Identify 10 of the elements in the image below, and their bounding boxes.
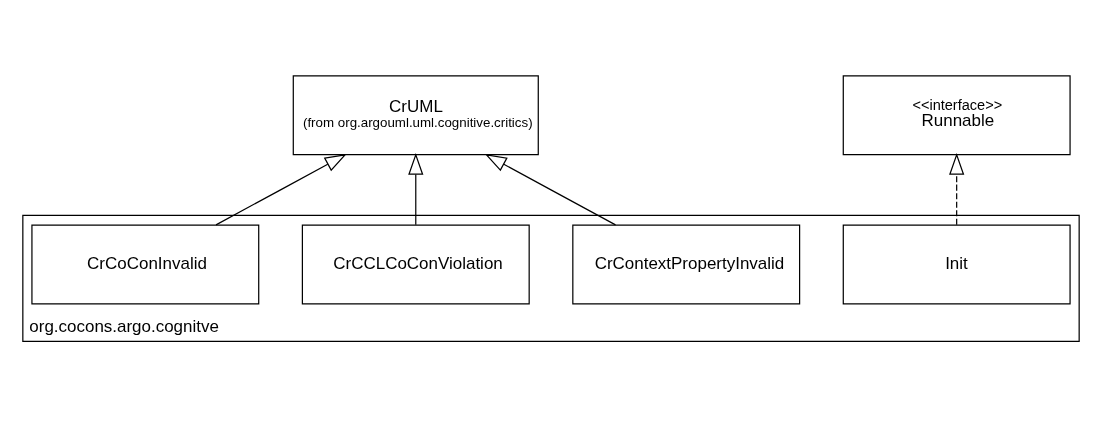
arrow — [949, 152, 965, 226]
arrow — [484, 154, 617, 226]
arrow — [215, 154, 347, 226]
node-box: CrCCLCoConViolation — [301, 224, 530, 305]
node-box: CrContextPropertyInvalid — [572, 224, 801, 305]
arrow — [408, 152, 424, 226]
node-box: CrUML (from org.argouml.uml.cognitive.critics) — [292, 75, 539, 156]
node-box: CrCoConInvalid — [31, 224, 260, 305]
node-box: Init — [842, 224, 1071, 305]
node-box: <<interface>> Runnable — [842, 75, 1071, 156]
